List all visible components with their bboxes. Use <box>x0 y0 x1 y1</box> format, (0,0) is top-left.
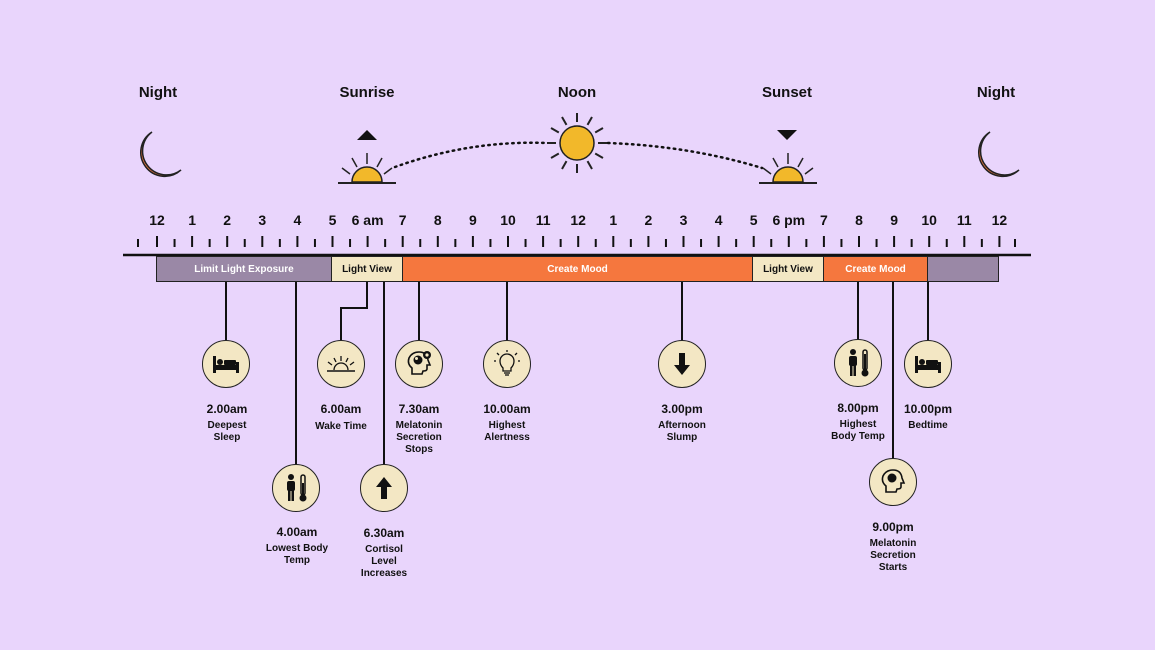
event-label-highest-body-temp: Highest Body Temp <box>831 419 885 442</box>
bed-icon <box>202 340 250 388</box>
event-time-melatonin-stops: 7.30am <box>398 402 440 416</box>
sun-ray <box>561 116 568 126</box>
segment-limit-light-exposure: Limit Light Exposure <box>156 256 332 282</box>
hour-label: 12 <box>149 212 165 228</box>
event-label-cortisol: Cortisol Level Increases <box>360 544 408 579</box>
hour-label: 12 <box>991 212 1008 228</box>
segment-light-view-morning: Light View <box>331 256 403 282</box>
hour-label: 10 <box>500 212 516 228</box>
hour-label: 4 <box>714 212 723 228</box>
hour-label: 1 <box>609 212 618 228</box>
event-time-afternoon-slump: 3.00pm <box>661 402 703 416</box>
sunset-sun-icon <box>759 153 817 184</box>
hour-label: 8 <box>433 212 442 228</box>
hour-label: 5 <box>749 212 758 228</box>
hour-label: 12 <box>570 212 586 228</box>
sun-ray <box>594 152 604 159</box>
sun-ray <box>561 160 568 170</box>
hour-label: 4 <box>293 212 302 228</box>
event-label-melatonin-stops: Melatonin Secretion Stops <box>395 420 443 455</box>
event-label-melatonin-starts: Melatonin Secretion Starts <box>869 538 917 573</box>
thermometer-person-icon <box>834 339 882 387</box>
head-melatonin-icon <box>869 458 917 506</box>
event-time-highest-alertness: 10.00am <box>483 402 531 416</box>
sun-ray <box>594 127 604 134</box>
hour-label: 5 <box>328 212 337 228</box>
hour-label: 11 <box>535 212 551 228</box>
hour-label: 9 <box>890 212 898 228</box>
hour-label: 7 <box>819 212 828 228</box>
event-time-highest-body-temp: 8.00pm <box>837 401 879 415</box>
hour-label: 11 <box>956 212 972 228</box>
hour-label: 6 pm <box>772 212 806 228</box>
hour-label: 8 <box>855 212 863 228</box>
hour-label: 3 <box>258 212 267 228</box>
phase-sunrise: Sunrise <box>339 84 395 101</box>
sunrise-icon <box>317 340 365 388</box>
head-melatonin-icon <box>395 340 443 388</box>
sunrise-sun-icon <box>338 153 396 184</box>
event-time-deepest-sleep: 2.00am <box>206 402 248 416</box>
sun-ray <box>586 160 593 170</box>
event-label-afternoon-slump: Afternoon Slump <box>658 420 706 443</box>
segment-create-mood-evening: Create Mood <box>823 256 928 282</box>
thermometer-person-icon <box>272 464 320 512</box>
phase-night-start: Night <box>138 84 178 101</box>
event-label-deepest-sleep: Deepest Sleep <box>207 420 247 443</box>
event-time-lowest-body-temp: 4.00am <box>276 525 318 539</box>
event-label-bedtime: Bedtime <box>908 420 948 431</box>
segment-night-end <box>927 256 999 282</box>
phase-sunset: Sunset <box>761 84 813 101</box>
arrow-down-icon <box>658 340 706 388</box>
segment-light-view-evening: Light View <box>752 256 824 282</box>
arrow-up-icon <box>360 464 408 512</box>
sun-ray <box>550 152 560 159</box>
noon-sun-icon <box>547 113 607 173</box>
hour-label: 2 <box>223 212 232 228</box>
triangle-up-icon <box>357 130 377 140</box>
sun-ray <box>586 116 593 126</box>
lightbulb-icon <box>483 340 531 388</box>
triangle-down-icon <box>777 130 797 140</box>
hour-label: 6 am <box>351 212 384 228</box>
hour-label: 9 <box>468 212 477 228</box>
event-time-melatonin-starts: 9.00pm <box>872 520 914 534</box>
moon-icon-left <box>140 131 182 177</box>
bed-icon <box>904 340 952 388</box>
hour-label: 3 <box>679 212 688 228</box>
event-time-cortisol: 6.30am <box>363 526 405 540</box>
event-time-bedtime: 10.00pm <box>903 402 953 416</box>
event-label-wake-time: Wake Time <box>315 421 367 432</box>
hour-label: 7 <box>398 212 407 228</box>
event-label-lowest-body-temp: Lowest Body Temp <box>265 543 329 566</box>
moon-icon-right <box>978 131 1020 177</box>
hour-label: 10 <box>921 212 937 228</box>
event-label-highest-alertness: Highest Alertness <box>484 420 530 443</box>
phase-night-end: Night <box>976 84 1016 101</box>
sun-ray <box>550 127 560 134</box>
event-time-wake-time: 6.00am <box>320 402 362 416</box>
segment-create-mood-day: Create Mood <box>402 256 753 282</box>
phase-noon: Noon <box>557 84 597 101</box>
hour-label: 1 <box>188 212 196 228</box>
hour-label: 2 <box>644 212 653 228</box>
